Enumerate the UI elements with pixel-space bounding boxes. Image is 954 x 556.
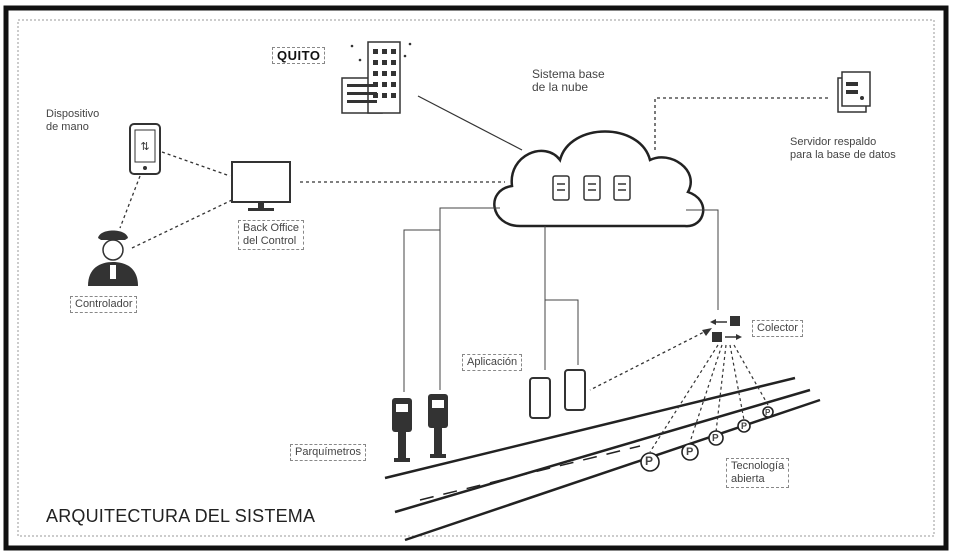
application-label: Aplicación bbox=[462, 354, 523, 371]
parking-meter-icon bbox=[392, 398, 412, 462]
building-icon bbox=[341, 41, 412, 114]
link-apps-pair bbox=[545, 299, 579, 365]
parking-meters-label: Parquímetros bbox=[290, 444, 367, 461]
phone-icon: ⇅ bbox=[129, 123, 161, 175]
phone-icon bbox=[529, 369, 586, 419]
cloud-icon bbox=[493, 130, 705, 228]
collector-sensor-links bbox=[649, 344, 769, 453]
link-cloud-meter-1 bbox=[403, 229, 440, 392]
link-cloud-backup bbox=[654, 97, 830, 150]
open-technology-label: Tecnología abierta bbox=[726, 458, 790, 488]
link-building-cloud bbox=[417, 95, 523, 151]
mobile-device-label: Dispositivo de mano bbox=[46, 108, 100, 133]
cloud-servers bbox=[552, 175, 631, 201]
link-device-controller bbox=[119, 175, 141, 229]
parking-meter-icon bbox=[428, 394, 448, 458]
parking-sensors bbox=[640, 406, 774, 472]
link-collector-app bbox=[589, 329, 709, 391]
backup-server-label: Servidor respaldo para la base de datos bbox=[790, 136, 896, 161]
parking-symbol: P bbox=[686, 446, 694, 458]
diagram-title: ARQUITECTURA DEL SISTEMA bbox=[46, 506, 316, 526]
svg-text:⇅: ⇅ bbox=[140, 141, 149, 153]
quito-label: QUITO bbox=[272, 47, 326, 64]
link-controller-monitor bbox=[131, 199, 233, 249]
back-office-label: Back Office del Control bbox=[238, 220, 305, 250]
inner-frame bbox=[17, 19, 935, 537]
link-cloud-meters bbox=[439, 207, 500, 390]
outer-frame bbox=[3, 5, 949, 551]
server-icon bbox=[837, 71, 871, 113]
monitor-icon bbox=[231, 161, 291, 211]
link-device-monitor bbox=[161, 151, 231, 177]
parking-symbol: P bbox=[765, 408, 771, 417]
cloud-system-label: Sistema base de la nube bbox=[532, 67, 605, 94]
officer-icon bbox=[88, 230, 138, 286]
parking-symbol: P bbox=[645, 454, 654, 468]
collector-label: Colector bbox=[752, 320, 803, 337]
parking-symbol: P bbox=[712, 433, 719, 444]
controller-label: Controlador bbox=[70, 296, 138, 313]
collector-icon bbox=[710, 316, 742, 342]
parking-symbol: P bbox=[741, 421, 748, 431]
link-cloud-collector bbox=[686, 209, 719, 310]
road bbox=[384, 376, 821, 542]
